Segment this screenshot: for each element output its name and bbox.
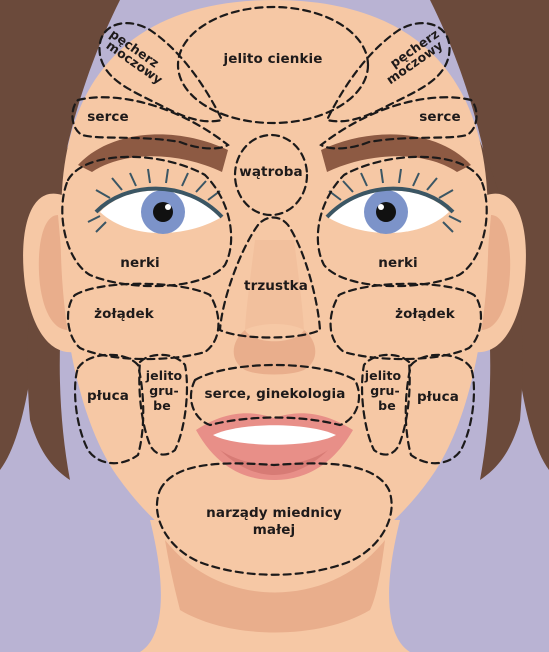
- label-jelito-grube-right-2: gru-: [370, 383, 400, 398]
- label-narzady-line1: narządy miednicy: [206, 505, 342, 521]
- label-jelito-grube-left-1: jelito: [145, 368, 183, 383]
- label-jelito-cienkie: jelito cienkie: [222, 51, 322, 67]
- label-nerki-right: nerki: [378, 255, 418, 271]
- label-zoladek-left: żołądek: [94, 306, 155, 322]
- label-pluca-left: płuca: [87, 388, 129, 404]
- label-trzustka: trzustka: [244, 278, 308, 294]
- label-jelito-grube-right-3: be: [378, 398, 396, 413]
- label-serce-left: serce: [87, 109, 129, 125]
- label-jelito-grube-right-1: jelito: [364, 368, 402, 383]
- label-serce-ginekologia: serce, ginekologia: [205, 386, 346, 402]
- label-pluca-right: płuca: [417, 389, 459, 405]
- label-watroba: wątroba: [239, 164, 302, 180]
- label-nerki-left: nerki: [120, 255, 160, 271]
- label-jelito-grube-left-2: gru-: [149, 383, 179, 398]
- label-serce-right: serce: [419, 109, 461, 125]
- label-jelito-grube-left-3: be: [153, 398, 171, 413]
- label-zoladek-right: żołądek: [395, 306, 456, 322]
- label-narzady-line2: małej: [253, 522, 295, 538]
